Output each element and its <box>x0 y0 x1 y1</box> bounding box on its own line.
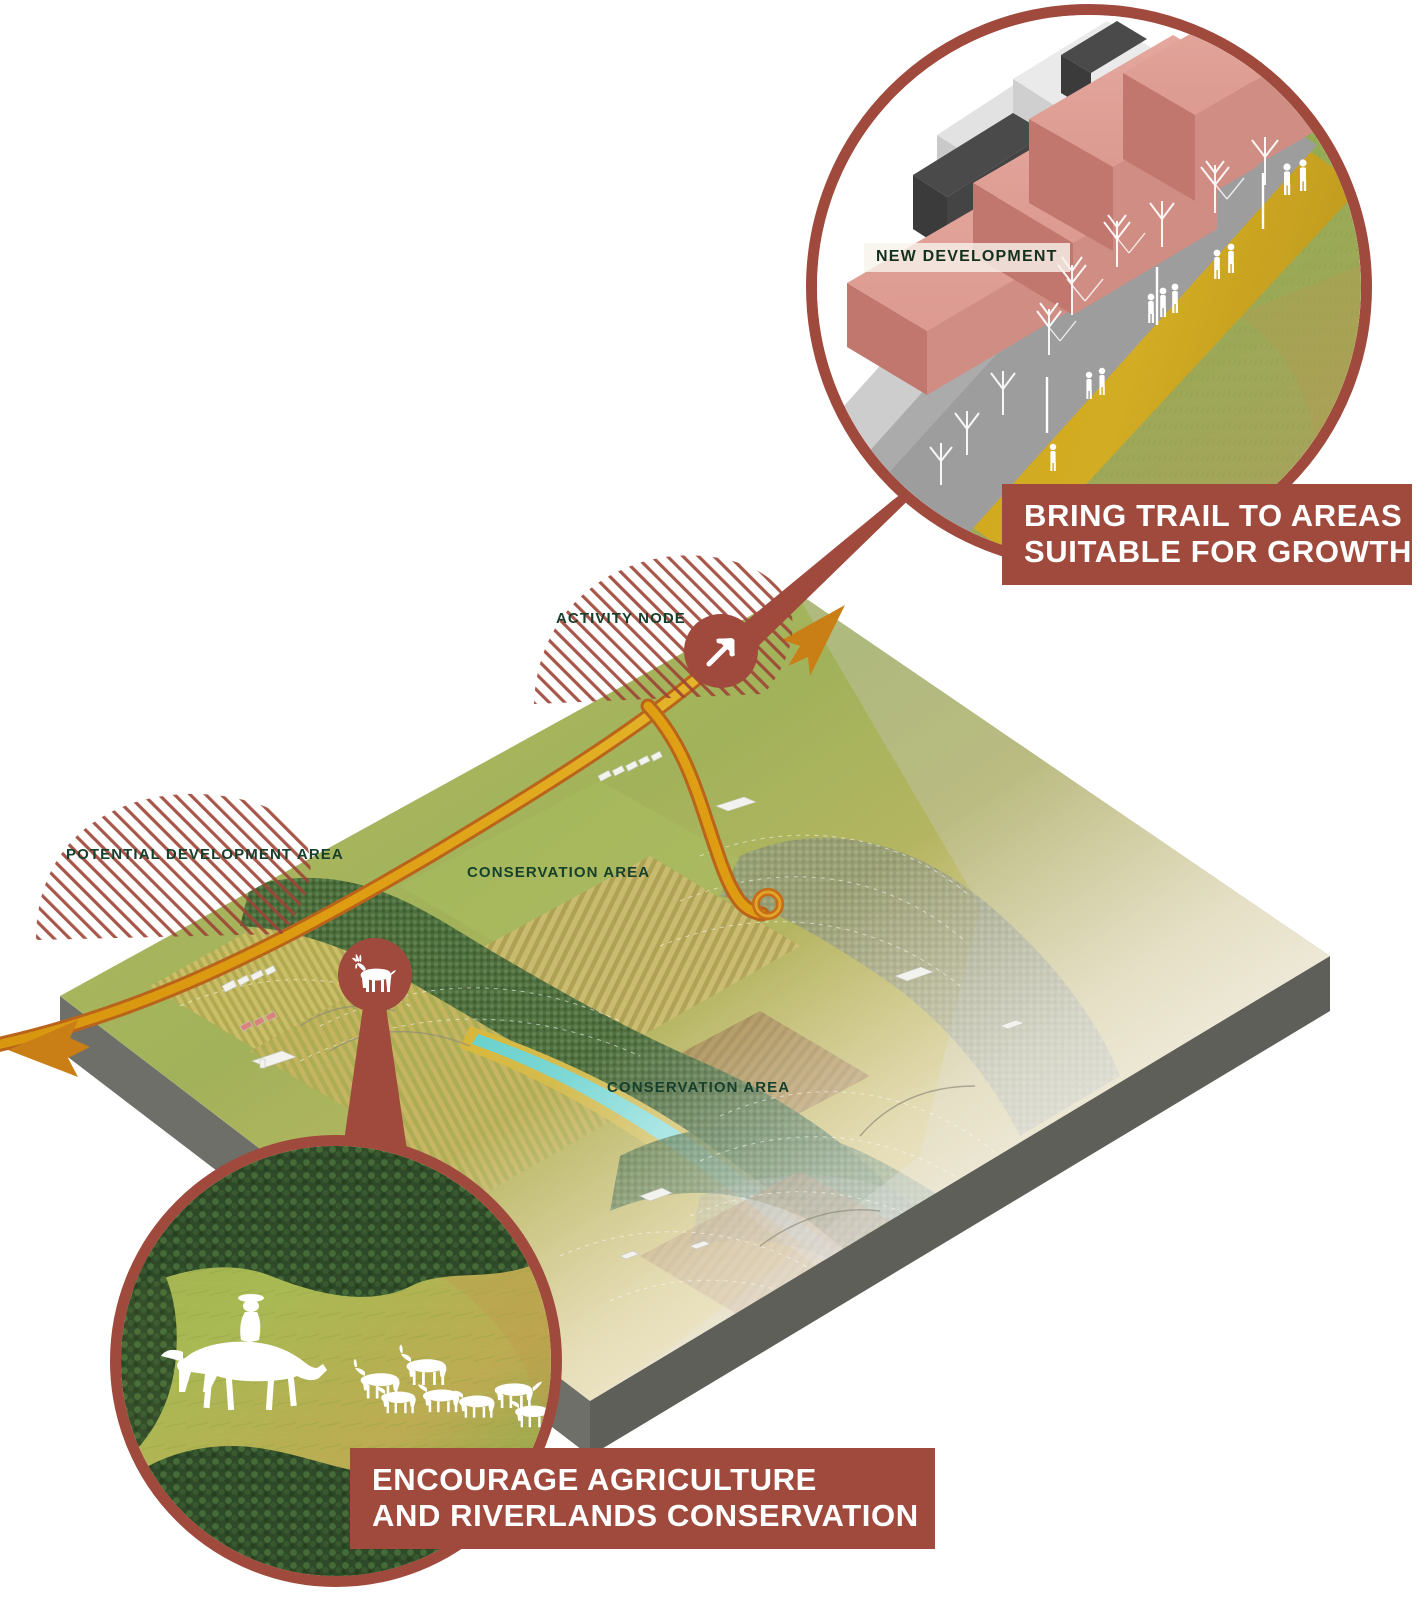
isometric-terrain-block <box>0 591 1330 1456</box>
goat-herd <box>353 1344 550 1428</box>
callout-agriculture[interactable] <box>110 1135 562 1587</box>
banner-bring-trail-to-areas-suitable-for-growth: BRING TRAIL TO AREAS SUITABLE FOR GROWTH <box>1002 484 1412 586</box>
goat-icon <box>352 954 396 992</box>
map-label-conservation-area-north: CONSERVATION AREA <box>467 864 651 881</box>
horse-rider-silhouette <box>161 1294 327 1411</box>
trail-trees <box>929 137 1279 485</box>
callout-growth[interactable] <box>806 4 1372 570</box>
banner-agri-line-2: AND RIVERLANDS CONSERVATION <box>372 1497 919 1533</box>
agriculture-pin[interactable] <box>338 938 412 1012</box>
callout-agriculture-scene <box>121 1146 551 1576</box>
map-label-potential-development-area: POTENTIAL DEVELOPMENT AREA <box>66 846 344 863</box>
trail-route <box>0 668 784 1052</box>
building-clusters <box>221 750 1025 1260</box>
callout-growth-scene <box>817 15 1361 559</box>
lamp-posts <box>1045 173 1265 433</box>
banner-growth-line-2: SUITABLE FOR GROWTH <box>1024 533 1412 569</box>
banner-agri-line-1: ENCOURAGE AGRICULTURE <box>372 1462 817 1497</box>
banner-encourage-agriculture-and-riverlands-conservation: ENCOURAGE AGRICULTURE AND RIVERLANDS CON… <box>350 1448 935 1550</box>
arrow-southwest-icon <box>8 1020 90 1077</box>
activity-node-pin[interactable] <box>684 614 758 688</box>
new-development-buildings <box>847 15 1329 395</box>
arrow-up-right-icon <box>706 638 735 667</box>
block-side-front <box>590 956 1330 1456</box>
inset-label-new-development: NEW DEVELOPMENT <box>864 243 1070 272</box>
map-label-conservation-area-south: CONSERVATION AREA <box>607 1079 791 1096</box>
pedestrian-silhouettes <box>1049 159 1307 471</box>
map-label-activity-node: ACTIVITY NODE <box>556 610 686 627</box>
banner-growth-line-1: BRING TRAIL TO AREAS <box>1024 498 1403 533</box>
